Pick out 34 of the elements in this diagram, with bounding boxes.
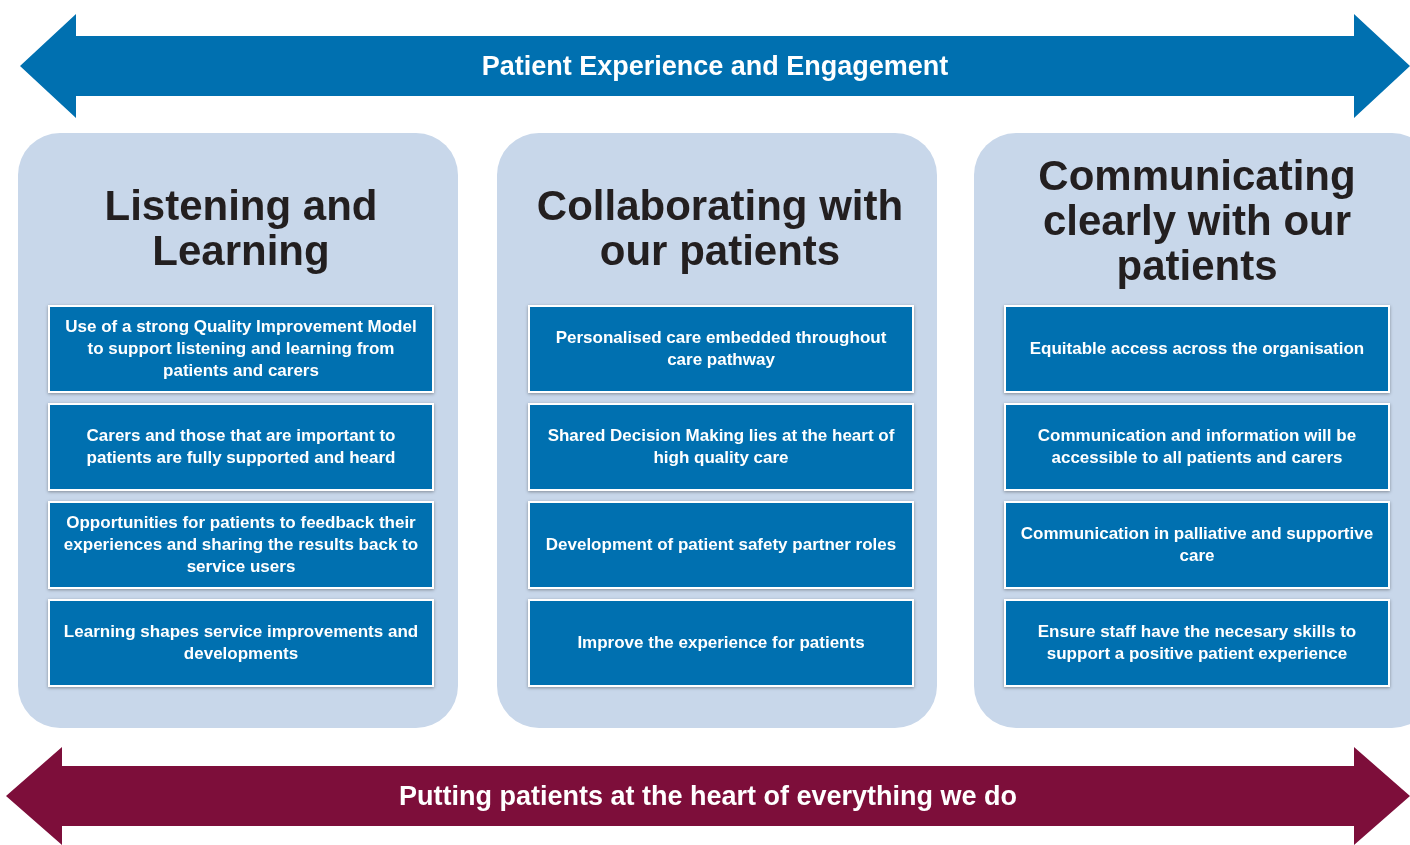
statement-box [48,599,434,687]
statement-box [1004,501,1390,589]
statement-box [1004,403,1390,491]
statement-text: Equitable access across the organisation [1029,338,1365,360]
panel-heading: Communicating clearly with our patients [1037,153,1357,288]
statement-text: Shared Decision Making lies at the heart of high quality care [546,425,896,469]
statement-text: Use of a strong Quality Improvement Model to support listening and learning from patients and carers [64,316,418,382]
statement-box [528,599,914,687]
panel-heading: Listening and Learning [103,183,379,273]
statement-box [528,501,914,589]
statement-text: Improve the experience for patients [577,632,865,654]
statement-box [48,501,434,589]
pillar-panel [974,133,1410,728]
statement-box [48,305,434,393]
statement-text: Communication in palliative and supportive care [1019,523,1375,567]
statement-box [528,305,914,393]
statement-text: Opportunities for patients to feedback their experiences and sharing the results back to service users [62,512,420,578]
banner-text: Patient Experience and Engagement [481,49,949,83]
statement-text: Learning shapes service improvements and developments [62,621,420,665]
statement-box [1004,599,1390,687]
statement-text: Communication and information will be accessible to all patients and carers [1036,425,1358,469]
double-arrow-banner [6,747,1410,845]
banner-text: Putting patients at the heart of everything we do [398,779,1018,813]
statement-text: Carers and those that are important to patients are fully supported and heard [85,425,397,469]
panel-heading: Collaborating with our patients [535,183,905,273]
double-arrow-banner [20,14,1410,118]
statement-box [528,403,914,491]
statement-box [1004,305,1390,393]
statement-text: Ensure staff have the necesary skills to support a positive patient experience [1036,621,1358,665]
pillar-panel [18,133,458,728]
statement-text: Personalised care embedded throughout care pathway [554,327,888,371]
statement-box [48,403,434,491]
pillar-panel [497,133,937,728]
statement-text: Development of patient safety partner roles [545,534,897,556]
